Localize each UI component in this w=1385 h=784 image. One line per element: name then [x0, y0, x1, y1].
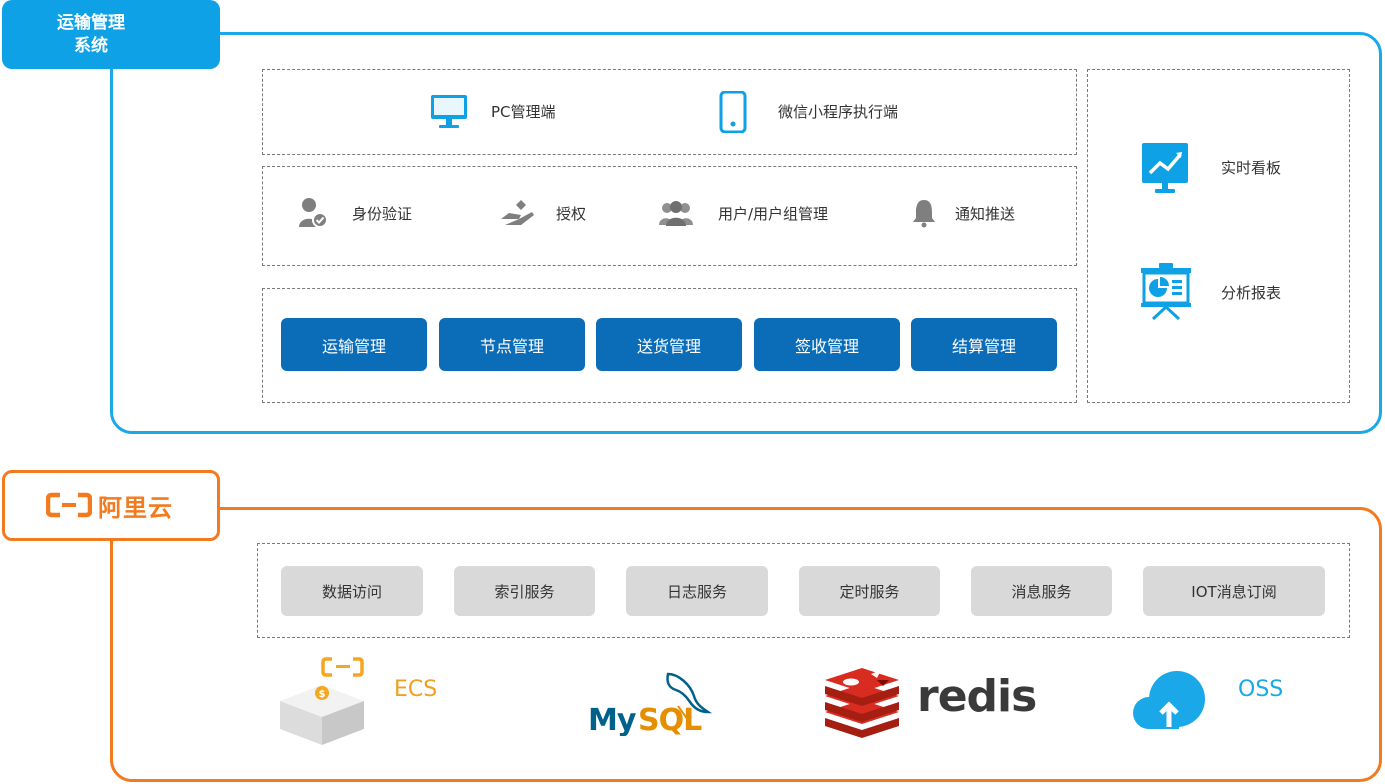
client-label-pc: PC管理端: [491, 103, 556, 121]
service-layer: [262, 166, 1077, 266]
cloud-service-log[interactable]: 日志服务: [626, 566, 768, 616]
system-title-line2: 系统: [74, 35, 108, 56]
module-button-transport[interactable]: 运输管理: [281, 318, 427, 371]
bell-icon: [913, 200, 935, 228]
oss-label: OSS: [1238, 677, 1284, 702]
analytics-panel: [1087, 69, 1350, 403]
panel-label-dashboard: 实时看板: [1221, 159, 1282, 177]
service-label-users: 用户/用户组管理: [718, 205, 829, 223]
cloud-service-layer: [257, 543, 1350, 638]
mysql-logo: My SQL: [588, 672, 713, 736]
svg-text:SQL: SQL: [638, 703, 702, 736]
module-button-delivery[interactable]: 送货管理: [596, 318, 742, 371]
module-button-signoff[interactable]: 签收管理: [754, 318, 900, 371]
cloud-service-index[interactable]: 索引服务: [454, 566, 595, 616]
monitor-icon: [431, 95, 467, 128]
transport-system-frame: [110, 32, 1382, 434]
service-label-auth: 身份验证: [352, 205, 413, 223]
client-layer: [262, 69, 1077, 155]
service-label-notify: 通知推送: [955, 205, 1016, 223]
aliyun-title: 阿里云: [98, 494, 173, 522]
aliyun-logo-icon: [46, 492, 92, 518]
module-button-settlement[interactable]: 结算管理: [911, 318, 1057, 371]
redis-logo: [825, 668, 899, 738]
cloud-service-timer[interactable]: 定时服务: [799, 566, 940, 616]
system-title-line1: 运输管理: [57, 12, 125, 33]
report-board-icon: [1141, 263, 1191, 321]
cloud-service-message[interactable]: 消息服务: [971, 566, 1112, 616]
system-title-tab: 运输管理 系统: [2, 0, 220, 69]
oss-cloud-icon: [1133, 671, 1205, 729]
module-button-node[interactable]: 节点管理: [439, 318, 585, 371]
user-check-icon: [299, 198, 328, 228]
svg-text:My: My: [588, 703, 637, 736]
aliyun-frame: [110, 507, 1382, 782]
ecs-icon: $: [280, 657, 364, 745]
client-label-wechat: 微信小程序执行端: [778, 103, 899, 121]
cloud-service-iot[interactable]: IOT消息订阅: [1143, 566, 1325, 616]
svg-text:$: $: [319, 689, 326, 700]
panel-label-report: 分析报表: [1221, 284, 1282, 302]
mobile-phone-icon: [719, 91, 747, 133]
user-group-icon: [659, 201, 693, 226]
redis-wordmark: redis: [917, 671, 1037, 722]
service-label-authorize: 授权: [556, 205, 587, 223]
module-layer: [262, 288, 1077, 403]
dashboard-chart-icon: [1142, 143, 1188, 193]
aliyun-title-tab: [2, 470, 220, 541]
cloud-service-data-access[interactable]: 数据访问: [281, 566, 423, 616]
hand-give-icon: [501, 200, 534, 225]
ecs-label: ECS: [394, 677, 438, 702]
